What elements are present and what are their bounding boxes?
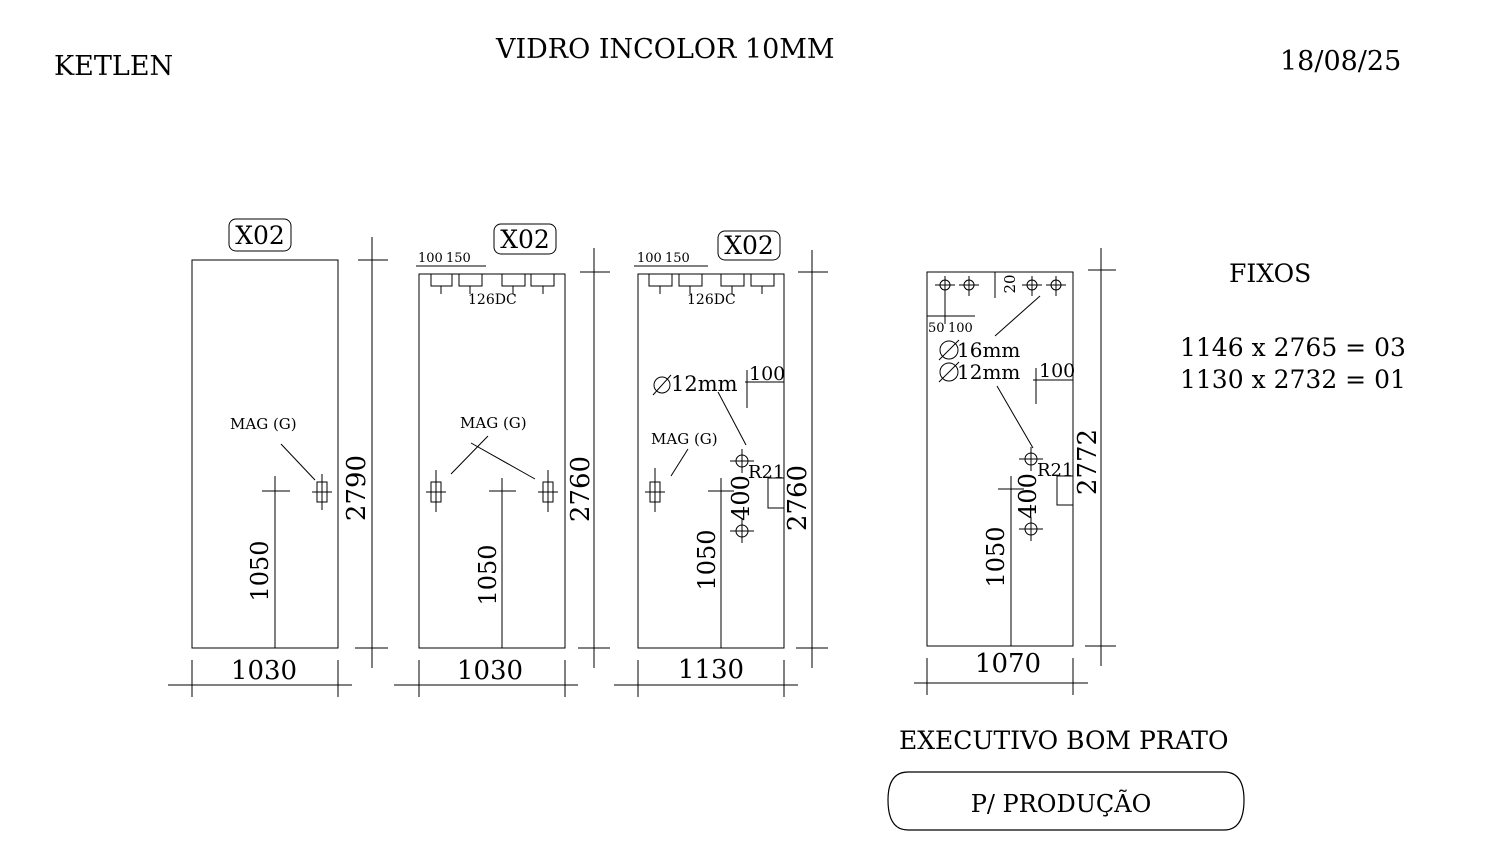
panel-3-magnet-leader: [670, 448, 689, 477]
panel-3: X02 100 150 126DC 12mm 100 400 R21: [614, 230, 828, 697]
panel-3-hinges: [648, 274, 775, 294]
panel-2-height: 2760: [566, 456, 596, 522]
panel-4-dim-20: 20: [1001, 274, 1019, 293]
panel-2-hinges: [430, 274, 555, 294]
panel-3-edge-dim: 100: [749, 363, 785, 385]
panel-2-hinge-3: [501, 274, 526, 294]
panel-4-dim-100: 100: [948, 321, 973, 336]
panel-4-dim-50: 50: [928, 321, 945, 336]
panel-3-diameter-icon: [653, 376, 671, 394]
panel-3-diameter-slash: [652, 374, 672, 396]
panel-4-radius-notch: [1056, 475, 1073, 506]
panel-3-hinge-4: [750, 274, 775, 294]
panel-4-outline: [926, 271, 1074, 647]
panel-4-hole-label-1: 16mm: [957, 338, 1020, 362]
panel-1-tag-box: [228, 218, 292, 252]
panel-4-diameter-icon-1: [939, 340, 959, 360]
panel-4-top-holes: [935, 276, 1066, 296]
panel-3-height: 2760: [783, 465, 813, 531]
panel-3-hole-leader: [717, 391, 747, 446]
panel-4-width: 1070: [975, 649, 1041, 679]
panel-3-top-dim-1: 100: [637, 251, 662, 266]
panel-2-width: 1030: [457, 656, 523, 686]
panel-2-handle-height: 1050: [474, 544, 502, 605]
panel-2-top-dim-1: 100: [418, 251, 443, 266]
panel-1-magnet-leader: [280, 443, 316, 481]
fixed-glass-line-1: 1146 x 2765 = 03: [1180, 333, 1406, 362]
panel-4-hole-leader-1: [994, 295, 1041, 337]
panel-2-magnet-label: MAG (G): [460, 414, 527, 432]
panel-2-outline: [418, 273, 566, 649]
fixed-glass-title: FIXOS: [1229, 259, 1311, 288]
panel-3-radius: R21: [748, 462, 784, 483]
panel-3-tag: X02: [724, 231, 774, 260]
panel-2-top-dim-2: 150: [446, 251, 471, 266]
panel-3-hinge-2: [678, 274, 703, 294]
panel-4-hole-spacing: 400: [1014, 473, 1042, 519]
panel-3-hole-spacing: 400: [727, 475, 755, 521]
panel-1-height: 2790: [342, 455, 372, 521]
panel-2-magnet-leader-right: [470, 442, 536, 480]
panel-4-diameter-icon-2: [939, 362, 959, 382]
panel-3-hinge-3: [720, 274, 745, 294]
panel-3-magnet-label: MAG (G): [651, 430, 718, 448]
panel-1-magnet-label: MAG (G): [230, 415, 297, 433]
panel-2-hinge-1: [430, 274, 453, 294]
panel-3-hole-label: 12mm: [671, 372, 738, 396]
panel-1-tag: X02: [235, 221, 285, 250]
panel-1-outline: [191, 259, 339, 649]
panel-4-hole-leader-2: [996, 385, 1034, 449]
panel-4-diameter-slash-2: [938, 361, 960, 383]
panel-2-magnet-leader-left: [450, 435, 489, 475]
panel-2-hinge-2: [458, 274, 483, 294]
panel-2-hinge-label: 126DC: [468, 292, 517, 308]
production-status: P/ PRODUÇÃO: [971, 789, 1152, 818]
project-name: EXECUTIVO BOM PRATO: [899, 726, 1228, 755]
panel-1: X02 1030 2790 1050 MAG (G): [168, 218, 388, 697]
panel-2-tag: X02: [500, 225, 550, 254]
client-name: KETLEN: [54, 51, 173, 82]
drawing-date: 18/08/25: [1280, 46, 1401, 77]
panel-4: 20 50 100 16mm 12mm 100 400 R21 1070: [914, 248, 1116, 695]
panel-4-diameter-slash-1: [938, 339, 960, 361]
panel-2-tag-box: [493, 223, 557, 255]
panel-3-top-dim-2: 150: [665, 251, 690, 266]
panel-3-radius-notch: [767, 477, 784, 509]
panel-3-outline: [637, 273, 785, 649]
panel-4-height: 2772: [1073, 429, 1103, 495]
panel-3-width: 1130: [678, 655, 744, 685]
panel-4-radius: R21: [1037, 460, 1073, 481]
panel-4-edge-dim: 100: [1039, 360, 1075, 382]
panel-3-hinge-1: [648, 274, 673, 294]
panel-3-hinge-label: 126DC: [687, 292, 736, 308]
panel-4-hole-label-2: 12mm: [957, 360, 1020, 384]
fixed-glass-line-2: 1130 x 2732 = 01: [1180, 365, 1406, 394]
material-title: VIDRO INCOLOR 10MM: [495, 34, 835, 65]
panel-3-tag-box: [717, 230, 781, 261]
panel-2: X02 100 150 126DC 1030 2760 1050 MAG (G): [394, 223, 610, 697]
panel-1-width: 1030: [231, 656, 297, 686]
panel-2-hinge-4: [530, 274, 555, 294]
panel-3-handle-height: 1050: [693, 529, 721, 590]
production-badge: [887, 771, 1245, 831]
panel-1-handle-height: 1050: [246, 540, 274, 601]
panel-4-handle-height: 1050: [982, 526, 1010, 587]
